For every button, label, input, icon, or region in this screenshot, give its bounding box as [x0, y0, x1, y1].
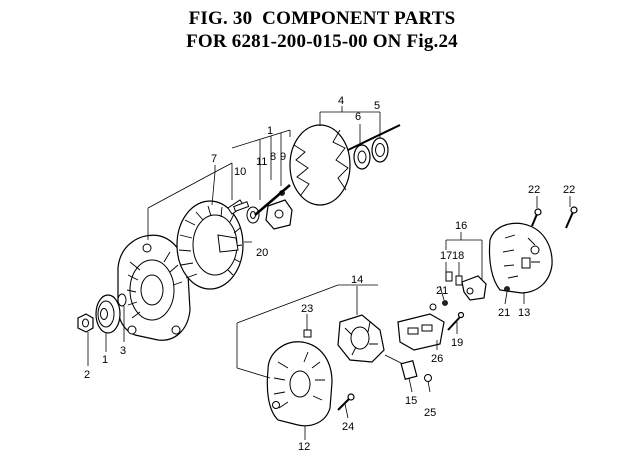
callout-26: 26 — [431, 353, 443, 365]
callout-labels: 4 5 6 7 1 11 8 9 10 20 2 1 3 22 22 16 17… — [84, 95, 575, 453]
brush-parts — [442, 271, 510, 306]
callout-13: 13 — [518, 307, 530, 319]
callout-25: 25 — [424, 407, 436, 419]
callout-6: 6 — [355, 111, 361, 123]
leader-lines — [87, 106, 571, 440]
callout-24: 24 — [342, 421, 354, 433]
pulley-part — [95, 294, 121, 334]
spacer-part — [117, 293, 127, 307]
rear-housing-part — [266, 341, 333, 427]
rectifier-part — [337, 314, 385, 363]
through-bolt-part — [337, 393, 355, 411]
rear-cover-part — [488, 222, 553, 294]
regulator-part — [397, 303, 465, 351]
callout-22a: 22 — [528, 184, 540, 196]
callout-19: 19 — [451, 337, 463, 349]
bearing-part — [353, 137, 389, 170]
callout-10: 10 — [234, 166, 246, 178]
callout-12: 12 — [298, 441, 310, 453]
callout-21b: 21 — [498, 307, 510, 319]
figure-title: FIG. 30 COMPONENT PARTS — [188, 8, 456, 29]
callout-9: 9 — [280, 151, 286, 163]
callout-1a: 1 — [267, 125, 273, 137]
callout-8: 8 — [270, 151, 276, 163]
callout-20: 20 — [256, 247, 268, 259]
nut-part — [77, 313, 94, 333]
callout-7: 7 — [211, 153, 217, 165]
screw-part — [531, 206, 578, 229]
callout-14: 14 — [351, 274, 363, 286]
callout-23: 23 — [301, 303, 313, 315]
callout-16: 16 — [455, 220, 467, 232]
callout-3: 3 — [120, 345, 126, 357]
callout-17: 17 — [440, 250, 452, 262]
stator-part — [176, 199, 245, 290]
capacitor-part — [384, 354, 432, 382]
callout-1: 1 — [102, 354, 108, 366]
callout-22b: 22 — [563, 184, 575, 196]
rotor-part — [254, 124, 401, 216]
figure-subtitle: FOR 6281-200-015-00 ON Fig.24 — [186, 31, 458, 52]
callout-2: 2 — [84, 369, 90, 381]
callout-21a: 21 — [436, 285, 448, 297]
front-housing-part — [117, 234, 191, 341]
callout-5: 5 — [374, 100, 380, 112]
callout-4: 4 — [338, 95, 344, 107]
callout-18: 18 — [452, 250, 464, 262]
bolt-part — [303, 329, 312, 338]
callout-15: 15 — [405, 395, 417, 407]
callout-11: 11 — [256, 156, 267, 168]
